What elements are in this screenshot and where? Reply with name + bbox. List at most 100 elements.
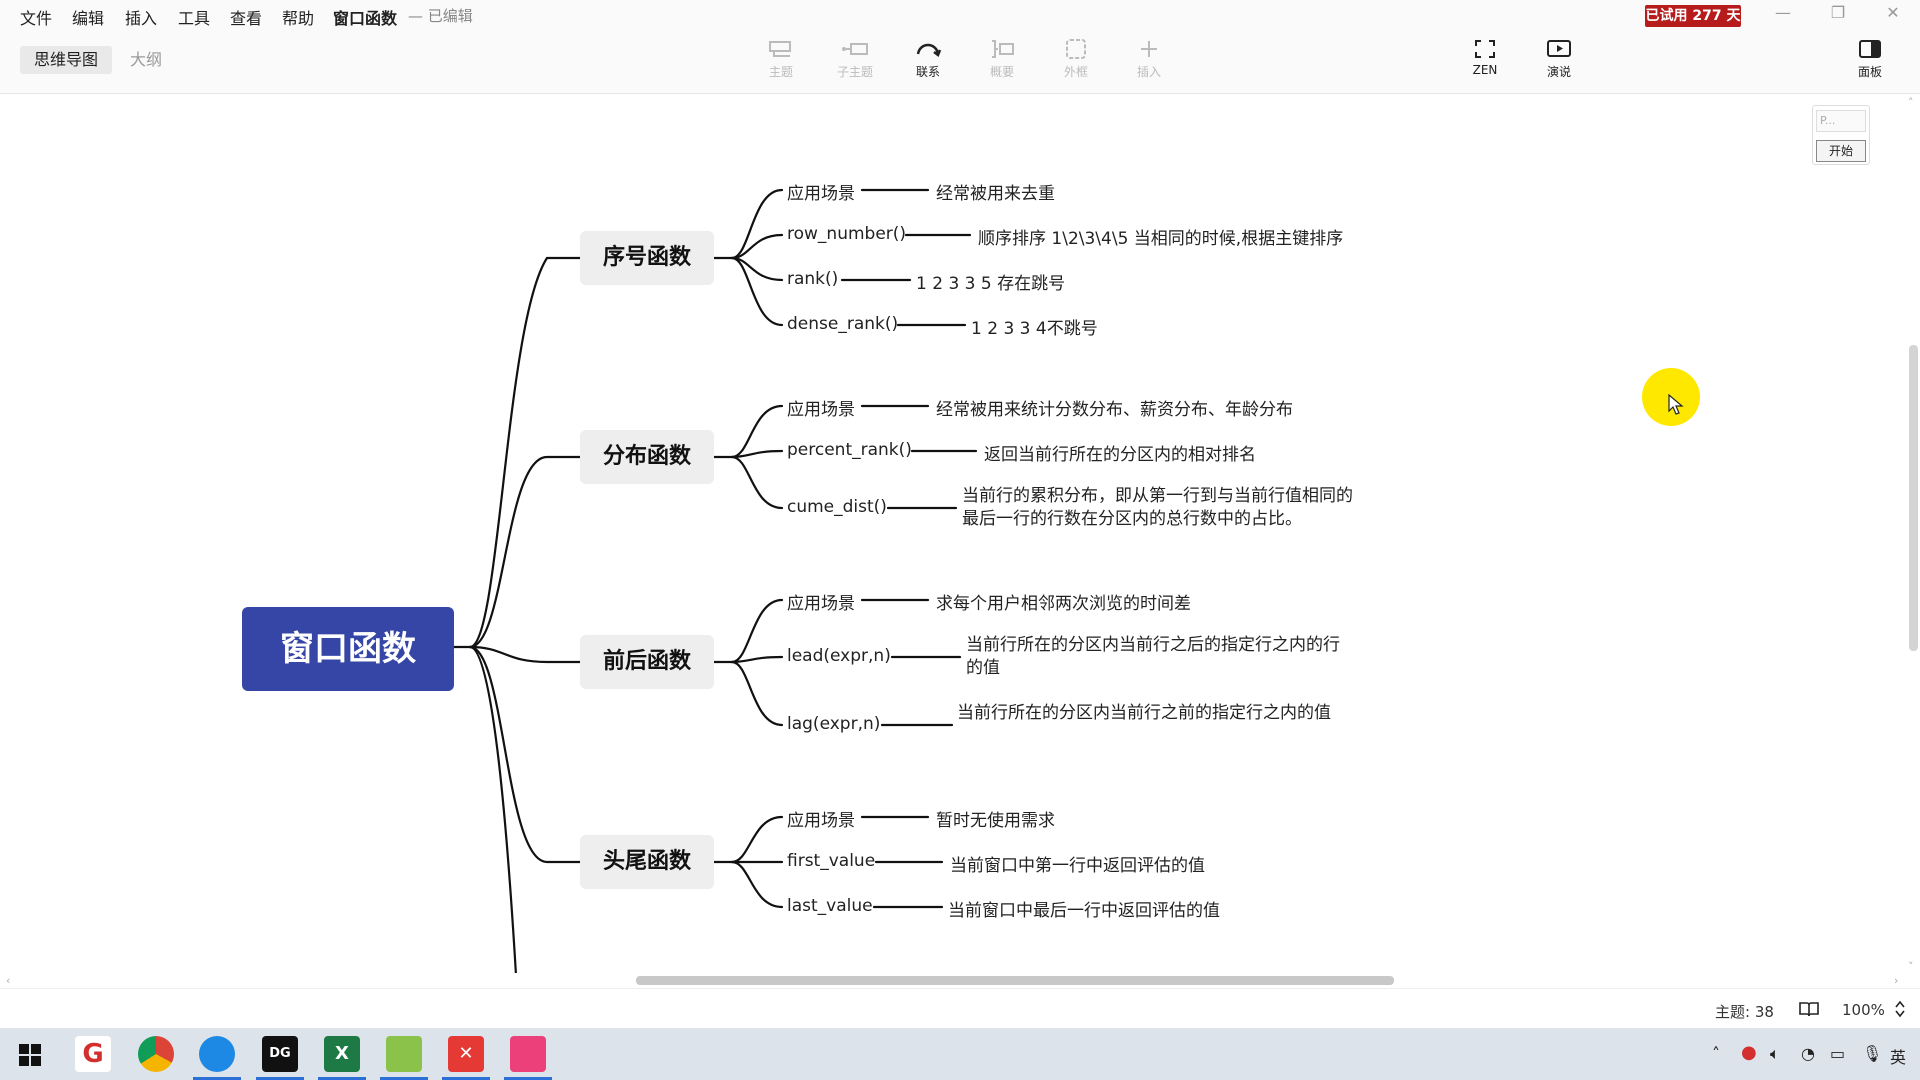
subtopic-description[interactable]: 经常被用来去重 [936,184,1055,204]
excel-icon[interactable]: X [324,1036,360,1072]
pitch-button[interactable]: 演说 [1529,36,1589,90]
chrome-icon[interactable] [138,1036,174,1072]
notepad-icon[interactable] [386,1036,422,1072]
subtopic-label[interactable]: 应用场景 [787,811,855,831]
start-button[interactable]: 开始 [1816,140,1866,162]
book-view-icon[interactable] [1798,1000,1820,1018]
subtopic-label[interactable]: rank() [787,269,839,289]
root-topic[interactable]: 窗口函数 [242,607,454,691]
subtopic-description[interactable]: 当前窗口中第一行中返回评估的值 [950,856,1205,876]
toolbar: 思维导图 大纲 主题 子主题 联系 概要 外框 插入 ZEN 演说 面板 [0,30,1920,94]
panel-button[interactable]: 面板 [1840,36,1900,90]
zoom-level[interactable]: 100% [1842,1001,1885,1019]
restore-icon[interactable]: ❐ [1830,3,1846,22]
subtopic-description[interactable]: 暂时无使用需求 [936,811,1055,831]
subtopic-description[interactable]: 当前行所在的分区内当前行之前的指定行之内的值 [957,703,1331,723]
subtopic-description[interactable]: 1 2 3 3 5 存在跳号 [916,274,1066,294]
menu-insert[interactable]: 插入 [125,9,158,28]
boundary-label: 外框 [1063,65,1088,79]
zen-button[interactable]: ZEN [1455,36,1515,90]
subtopic-description[interactable]: 经常被用来统计分数分布、薪资分布、年龄分布 [936,400,1293,420]
title-menu-bar: 文件 编辑 插入 工具 查看 帮助 窗口函数 — 已编辑 已试用 277 天 —… [0,0,1920,30]
tab-mindmap[interactable]: 思维导图 [20,46,113,74]
battery-icon[interactable]: ▭ [1830,1044,1846,1063]
scroll-up-arrow-icon[interactable]: ˄ [1908,96,1914,109]
boundary-button[interactable]: 外框 [1046,36,1106,90]
active-app-indicator [504,1077,552,1080]
tab-outline[interactable]: 大纲 [130,50,163,69]
browser-icon[interactable] [199,1036,235,1072]
topic-sequence-functions[interactable]: 序号函数 [580,231,714,285]
subtopic-button[interactable]: 子主题 [825,36,885,90]
summary-icon [992,40,1014,58]
vertical-scroll-thumb[interactable] [1909,345,1918,651]
connector-root-topic-2 [468,455,582,649]
relationship-label: 联系 [915,65,940,79]
boundary-icon [1066,39,1086,59]
horizontal-scroll-thumb[interactable] [636,976,1394,985]
pitch-label: 演说 [1546,65,1571,79]
subtopic-label[interactable]: lead(expr,n) [787,646,891,666]
topic-first-last-functions[interactable]: 头尾函数 [580,835,714,889]
network-icon[interactable]: ◔ [1801,1044,1815,1063]
datagrip-icon[interactable]: DG [262,1036,298,1072]
volume-icon[interactable]: 🔈︎ [1770,1044,1780,1063]
subtopic-label[interactable]: percent_rank() [787,440,912,460]
subtopic-label[interactable]: cume_dist() [787,497,887,517]
subtopic-label[interactable]: lag(expr,n) [787,714,881,734]
insert-plus-icon [1141,41,1157,57]
menu-tools[interactable]: 工具 [178,9,211,28]
active-app-indicator [193,1077,241,1080]
subtopic-label[interactable]: first_value [787,851,876,871]
menu-file[interactable]: 文件 [20,9,53,28]
menu-help[interactable]: 帮助 [282,9,315,28]
subtopic-description[interactable]: 1 2 3 3 4不跳号 [971,319,1098,339]
microphone-icon[interactable]: 🎙︎ [1862,1044,1883,1063]
subtopic-icon [842,43,868,55]
ime-language-indicator[interactable]: 英 [1890,1048,1907,1067]
zoom-stepper-icon[interactable] [1894,999,1906,1019]
subtopic-description[interactable]: 求每个用户相邻两次浏览的时间差 [936,594,1191,614]
scroll-down-arrow-icon[interactable]: ˅ [1908,960,1914,973]
summary-label: 概要 [989,65,1014,79]
record-icon[interactable]: ● [1741,1042,1757,1063]
scroll-right-arrow-icon[interactable]: › [1894,974,1899,987]
floating-input[interactable]: P... [1816,110,1866,132]
summary-button[interactable]: 概要 [972,36,1032,90]
app-g-icon[interactable]: G [75,1036,111,1072]
topic-button[interactable]: 主题 [751,36,811,90]
panel-icon [1859,40,1881,58]
tray-overflow-chevron-icon[interactable]: ˄ [1712,1044,1720,1063]
mindmap-connectors [452,188,978,975]
pitch-play-icon [1547,40,1571,57]
relationship-icon [916,43,942,57]
paint-icon[interactable] [510,1036,546,1072]
windows-start-icon[interactable] [19,1044,41,1066]
menu-view[interactable]: 查看 [230,9,263,28]
menu-edit[interactable]: 编辑 [72,9,105,28]
topic-count: 主题: 38 [1715,1003,1774,1021]
subtopic-label: 子主题 [836,65,873,79]
topic-distribution-functions[interactable]: 分布函数 [580,430,714,484]
minimize-icon[interactable]: — [1775,3,1791,22]
connector-root-topic-3 [468,645,582,664]
mindmap-canvas[interactable]: 窗口函数 序号函数 分布函数 前后函数 头尾函数 应用场景 经常被用来去重 ro… [0,95,1920,975]
scroll-left-arrow-icon[interactable]: ‹ [6,974,11,987]
close-icon[interactable]: ✕ [1886,3,1900,22]
relationship-button[interactable]: 联系 [898,36,958,90]
topic-lead-lag-functions[interactable]: 前后函数 [580,635,714,689]
subtopic-description[interactable]: 当前窗口中最后一行中返回评估的值 [948,901,1220,921]
trial-badge[interactable]: 已试用 277 天 [1645,5,1741,27]
subtopic-description[interactable]: 当前行所在的分区内当前行之后的指定行之内的行的值 [966,635,1340,678]
xmind-x-icon[interactable]: ✕ [448,1036,484,1072]
subtopic-label[interactable]: dense_rank() [787,314,899,334]
subtopic-label[interactable]: last_value [787,896,873,916]
subtopic-label[interactable]: row_number() [787,224,907,244]
subtopic-description[interactable]: 返回当前行所在的分区内的相对排名 [984,445,1256,465]
subtopic-label[interactable]: 应用场景 [787,184,855,204]
subtopic-description[interactable]: 当前行的累积分布，即从第一行到与当前行值相同的最后一行的行数在分区内的总行数中的… [962,486,1353,529]
subtopic-description[interactable]: 顺序排序 1\2\3\4\5 当相同的时候,根据主键排序 [978,229,1344,249]
subtopic-label[interactable]: 应用场景 [787,594,855,614]
insert-button[interactable]: 插入 [1119,36,1179,90]
subtopic-label[interactable]: 应用场景 [787,400,855,420]
